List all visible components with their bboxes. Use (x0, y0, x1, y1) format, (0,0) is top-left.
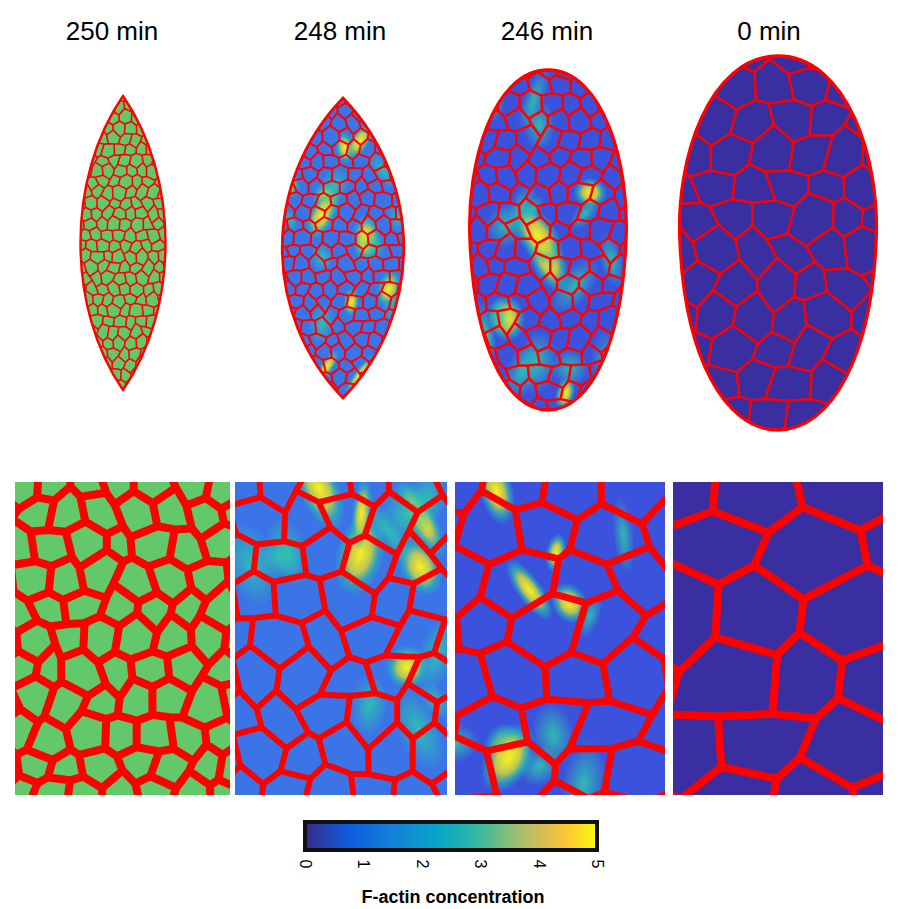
colorbar-tick: 0 (297, 860, 313, 869)
time-label: 0 min (737, 18, 801, 44)
actin-patch (475, 367, 507, 405)
colorbar-tick: 3 (472, 860, 488, 869)
actin-patch (377, 95, 411, 133)
cell-junctions (256, 75, 430, 440)
colorbar-tick: 2 (414, 860, 430, 869)
colorbar-tick: 4 (531, 860, 547, 869)
tissue-outline (80, 96, 165, 390)
tissue-outline (282, 98, 404, 398)
actin-patch (271, 359, 289, 389)
tissue-outline (680, 56, 877, 430)
time-label: 250 min (66, 18, 159, 44)
tissue-outline (470, 70, 627, 410)
cell-sheet (431, 35, 667, 479)
cell-junctions (431, 35, 667, 479)
time-label: 246 min (501, 18, 594, 44)
actin-patch (606, 69, 653, 118)
cell-junctions (613, 0, 914, 544)
actin-patch (271, 160, 291, 185)
cell-sheet (61, 76, 183, 426)
cell-sheet (613, 0, 914, 544)
time-label: 248 min (294, 18, 387, 44)
cell-sheet (256, 75, 430, 440)
cell-junctions (61, 76, 183, 426)
colorbar-title: F-actin concentration (361, 888, 544, 906)
actin-patch (469, 714, 547, 803)
colorbar (305, 822, 597, 850)
colorbar-tick: 1 (355, 860, 371, 869)
colorbar-tick: 5 (589, 860, 605, 869)
actin-patch (594, 44, 652, 109)
actin-field (671, 49, 885, 437)
actin-field (275, 93, 411, 403)
actin-patch (370, 336, 414, 395)
actin-patch (342, 286, 361, 317)
actin-patch (455, 96, 489, 133)
